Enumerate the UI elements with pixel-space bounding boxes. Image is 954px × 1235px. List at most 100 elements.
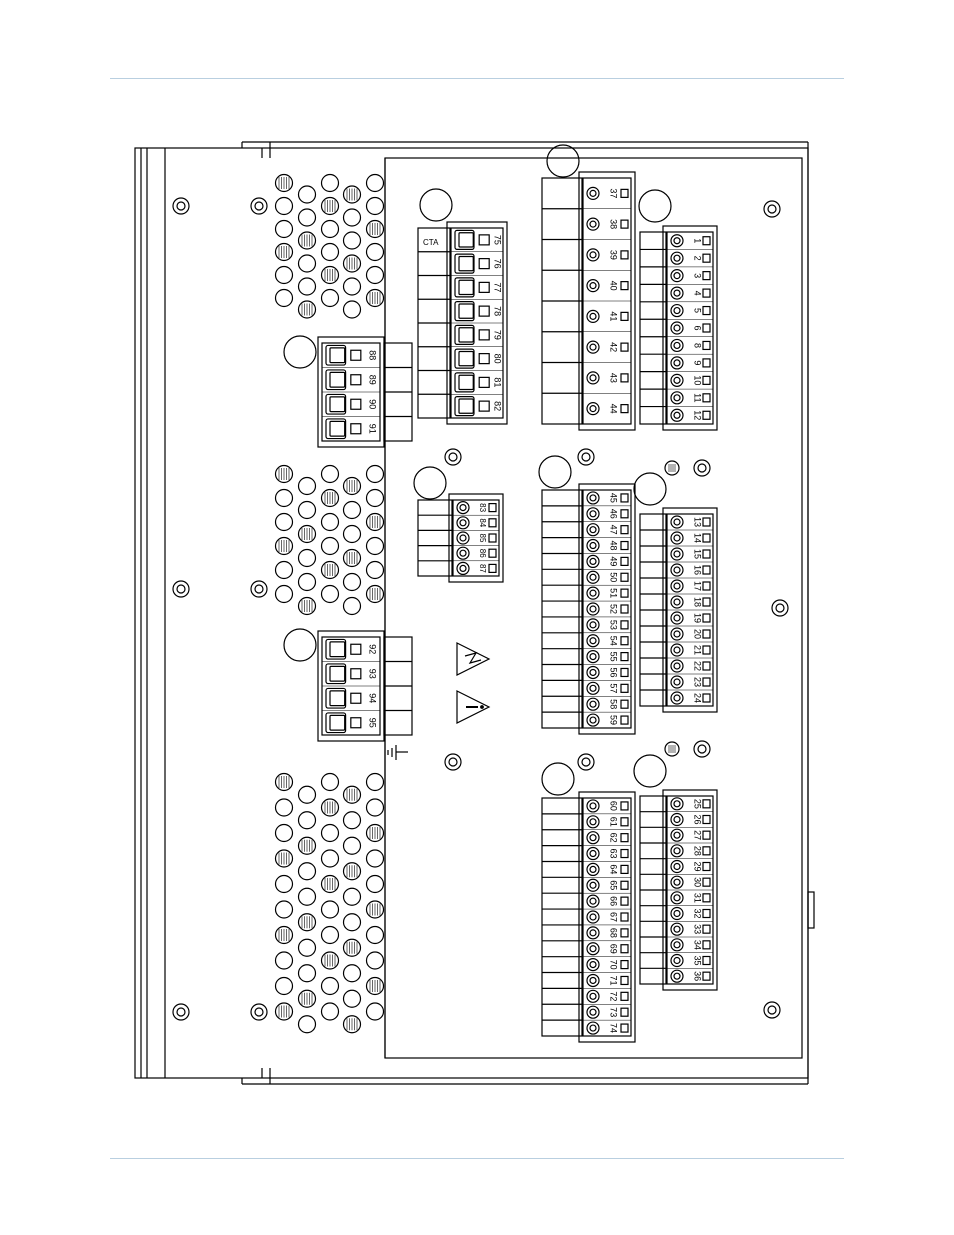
- terminal-position[interactable]: 1: [670, 234, 711, 248]
- terminal-screw[interactable]: [325, 393, 347, 415]
- terminal-screw[interactable]: [456, 501, 470, 515]
- terminal-screw[interactable]: [325, 712, 347, 734]
- terminal-screw[interactable]: [586, 279, 600, 293]
- terminal-position[interactable]: 44: [586, 402, 629, 416]
- terminal-position[interactable]: 8: [670, 338, 711, 353]
- terminal-position[interactable]: 66: [586, 894, 629, 908]
- terminal-position[interactable]: 91: [325, 418, 378, 440]
- terminal-position[interactable]: 61: [586, 815, 629, 829]
- terminal-screw[interactable]: [586, 942, 600, 956]
- terminal-position[interactable]: 59: [586, 713, 629, 727]
- terminal-position[interactable]: 67: [586, 910, 629, 924]
- terminal-screw[interactable]: [670, 812, 684, 827]
- terminal-screw[interactable]: [586, 618, 600, 632]
- terminal-position[interactable]: 74: [586, 1021, 629, 1035]
- terminal-screw[interactable]: [456, 531, 470, 545]
- terminal-position[interactable]: 31: [670, 891, 711, 905]
- terminal-position[interactable]: 62: [586, 831, 629, 845]
- terminal-position[interactable]: 17: [670, 579, 711, 593]
- terminal-screw[interactable]: [586, 846, 600, 861]
- terminal-position[interactable]: 51: [586, 586, 629, 600]
- terminal-screw[interactable]: [670, 659, 684, 673]
- terminal-screw[interactable]: [586, 713, 600, 727]
- terminal-position[interactable]: 92: [325, 638, 378, 660]
- terminal-screw[interactable]: [586, 649, 600, 664]
- terminal-screw[interactable]: [670, 675, 684, 689]
- terminal-position[interactable]: 81: [454, 372, 503, 393]
- terminal-position[interactable]: 12: [670, 408, 711, 422]
- terminal-position[interactable]: 20: [670, 627, 711, 641]
- terminal-position[interactable]: 21: [670, 643, 711, 657]
- terminal-position[interactable]: 41: [586, 309, 629, 323]
- terminal-position[interactable]: 79: [454, 324, 503, 345]
- terminal-position[interactable]: 36: [670, 969, 711, 983]
- terminal-screw[interactable]: [456, 561, 470, 576]
- terminal-screw[interactable]: [586, 957, 600, 972]
- terminal-position[interactable]: 45: [586, 491, 629, 505]
- terminal-screw[interactable]: [670, 579, 684, 593]
- terminal-position[interactable]: 13: [670, 515, 711, 529]
- terminal-screw[interactable]: [586, 799, 600, 813]
- terminal-position[interactable]: 84: [456, 516, 497, 530]
- terminal-screw[interactable]: [325, 369, 347, 391]
- terminal-position[interactable]: 78: [454, 301, 503, 322]
- terminal-position[interactable]: 49: [586, 554, 629, 569]
- terminal-position[interactable]: 43: [586, 371, 629, 385]
- terminal-position[interactable]: 85: [456, 531, 497, 545]
- terminal-position[interactable]: 77: [454, 277, 503, 298]
- terminal-position[interactable]: 69: [586, 942, 629, 956]
- terminal-screw[interactable]: [670, 531, 684, 545]
- terminal-position[interactable]: 5: [670, 303, 711, 318]
- terminal-screw[interactable]: [586, 926, 600, 940]
- terminal-screw[interactable]: [325, 663, 347, 685]
- terminal-screw[interactable]: [586, 309, 600, 323]
- terminal-position[interactable]: 34: [670, 938, 711, 952]
- terminal-position[interactable]: 47: [586, 523, 629, 537]
- terminal-position[interactable]: 40: [586, 279, 629, 293]
- terminal-position[interactable]: 76: [454, 253, 503, 274]
- terminal-screw[interactable]: [670, 953, 684, 968]
- terminal-position[interactable]: 19: [670, 611, 711, 625]
- terminal-screw[interactable]: [586, 402, 600, 416]
- terminal-position[interactable]: 10: [670, 373, 711, 387]
- terminal-screw[interactable]: [586, 538, 600, 553]
- terminal-screw[interactable]: [670, 875, 684, 889]
- terminal-screw[interactable]: [670, 938, 684, 952]
- terminal-position[interactable]: 26: [670, 812, 711, 827]
- terminal-position[interactable]: 63: [586, 846, 629, 861]
- terminal-position[interactable]: 88: [325, 344, 378, 366]
- terminal-position[interactable]: 55: [586, 649, 629, 664]
- terminal-screw[interactable]: [670, 286, 684, 300]
- terminal-position[interactable]: 39: [586, 248, 629, 262]
- terminal-position[interactable]: 2: [670, 251, 711, 265]
- terminal-position[interactable]: 6: [670, 321, 711, 335]
- terminal-screw[interactable]: [454, 229, 475, 250]
- terminal-screw[interactable]: [325, 344, 347, 366]
- terminal-screw[interactable]: [670, 321, 684, 335]
- terminal-position[interactable]: 50: [586, 570, 629, 584]
- terminal-position[interactable]: 86: [456, 546, 497, 560]
- terminal-position[interactable]: 48: [586, 538, 629, 553]
- terminal-screw[interactable]: [670, 356, 684, 370]
- terminal-position[interactable]: 87: [456, 561, 497, 576]
- terminal-screw[interactable]: [586, 340, 600, 354]
- terminal-screw[interactable]: [670, 303, 684, 318]
- terminal-screw[interactable]: [586, 910, 600, 924]
- terminal-screw[interactable]: [586, 973, 600, 988]
- terminal-screw[interactable]: [670, 643, 684, 657]
- terminal-position[interactable]: 93: [325, 663, 378, 685]
- terminal-position[interactable]: 46: [586, 507, 629, 521]
- terminal-position[interactable]: 56: [586, 665, 629, 680]
- terminal-screw[interactable]: [325, 418, 347, 440]
- terminal-screw[interactable]: [586, 831, 600, 845]
- terminal-screw[interactable]: [586, 878, 600, 892]
- terminal-screw[interactable]: [670, 338, 684, 353]
- terminal-screw[interactable]: [454, 372, 475, 393]
- terminal-screw[interactable]: [586, 586, 600, 600]
- terminal-position[interactable]: 94: [325, 687, 378, 709]
- terminal-position[interactable]: 82: [454, 396, 503, 417]
- terminal-screw[interactable]: [670, 234, 684, 248]
- terminal-screw[interactable]: [586, 523, 600, 537]
- terminal-screw[interactable]: [454, 324, 475, 345]
- terminal-screw[interactable]: [670, 922, 684, 936]
